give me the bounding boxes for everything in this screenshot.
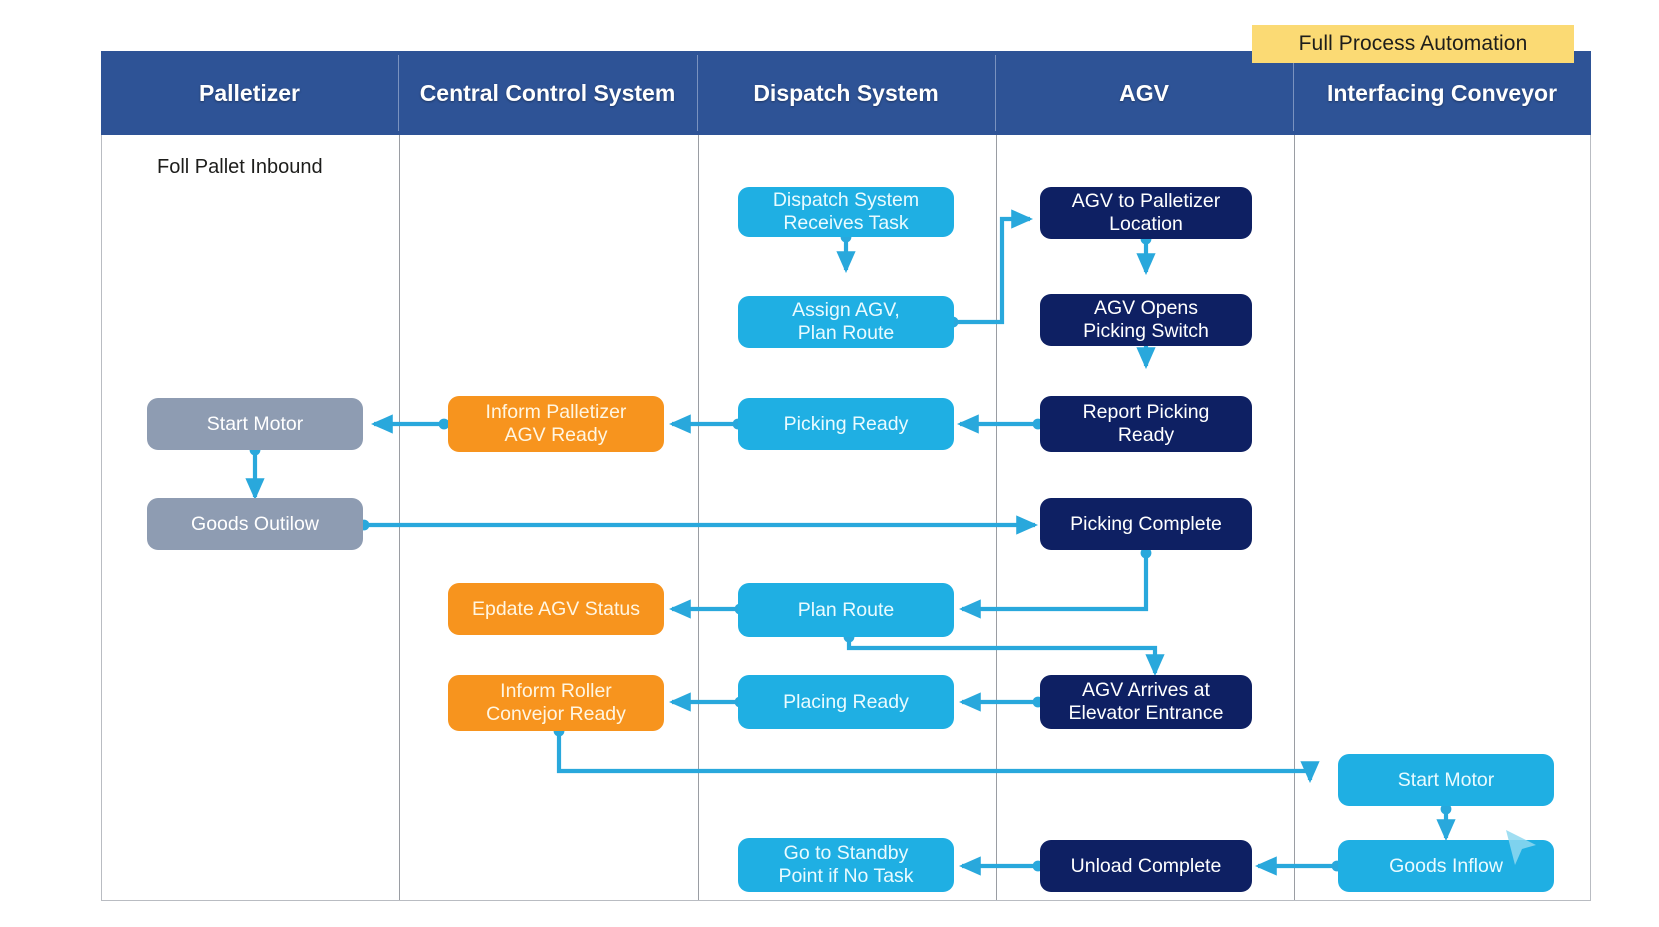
lane-header-palletizer-label: Palletizer [199,79,300,106]
lane-header-central-control-system-label: Central Control System [419,79,676,106]
lane-divider-4 [1294,51,1295,900]
node-report-picking-ready[interactable]: Report Picking Ready [1040,396,1252,452]
node-inform-palletizer-agv-ready[interactable]: Inform Palletizer AGV Ready [448,396,664,452]
node-dispatch-receives-task[interactable]: Dispatch System Receives Task [738,187,954,237]
lane-header-palletizer[interactable]: Palletizer [101,51,398,135]
node-start-motor-conveyor[interactable]: Start Motor [1338,754,1554,806]
lane-header-agv-label: AGV [1119,79,1169,106]
lane-divider-3 [996,51,997,900]
badge-label: Full Process Automation [1298,32,1528,55]
node-plan-route[interactable]: Plan Route [738,583,954,637]
node-epdate-agv-status[interactable]: Epdate AGV Status [448,583,664,635]
lane-header-agv[interactable]: AGV [995,51,1293,135]
lane-header-dispatch-system[interactable]: Dispatch System [697,51,995,135]
node-start-motor-palletizer[interactable]: Start Motor [147,398,363,450]
full-process-automation-badge[interactable]: Full Process Automation [1252,25,1574,63]
node-agv-opens-picking-switch[interactable]: AGV Opens Picking Switch [1040,294,1252,346]
node-go-to-standby-point[interactable]: Go to Standby Point if No Task [738,838,954,892]
annotation-foll-pallet-inbound: Foll Pallet Inbound [157,156,323,178]
node-agv-arrives-at-elevator-entrance[interactable]: AGV Arrives at Elevator Entrance [1040,675,1252,729]
node-picking-complete[interactable]: Picking Complete [1040,498,1252,550]
node-placing-ready[interactable]: Placing Ready [738,675,954,729]
swimlane-header: Palletizer Central Control System Dispat… [101,51,1591,135]
node-assign-agv-plan-route[interactable]: Assign AGV, Plan Route [738,296,954,348]
node-goods-inflow[interactable]: Goods Inflow [1338,840,1554,892]
node-agv-to-palletizer-location[interactable]: AGV to Palletizer Location [1040,187,1252,239]
lane-divider-1 [399,51,400,900]
lane-divider-2 [698,51,699,900]
node-picking-ready[interactable]: Picking Ready [738,398,954,450]
lane-header-interfacing-conveyor-label: Interfacing Conveyor [1326,79,1558,106]
node-unload-complete[interactable]: Unload Complete [1040,840,1252,892]
lane-header-interfacing-conveyor[interactable]: Interfacing Conveyor [1293,51,1591,135]
lane-header-central-control-system[interactable]: Central Control System [398,51,697,135]
node-goods-outilow[interactable]: Goods Outilow [147,498,363,550]
node-inform-roller-convejor-ready[interactable]: Inform Roller Convejor Ready [448,675,664,731]
lane-header-dispatch-system-label: Dispatch System [753,79,939,106]
